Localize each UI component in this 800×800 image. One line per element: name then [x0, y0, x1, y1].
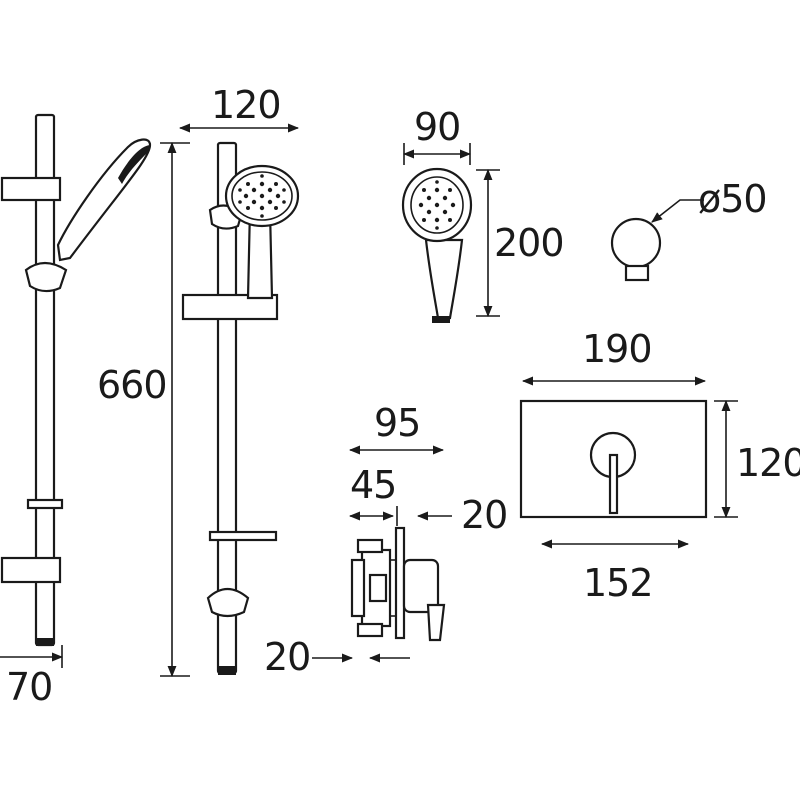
valve-bottom-nut: [356, 622, 384, 638]
dimension-90: 90: [402, 105, 472, 165]
wall-elbow: [610, 217, 662, 282]
valve-inlet-side: [350, 558, 366, 618]
dimension-120-rail-label: 120: [211, 83, 281, 127]
dimension-95-label: 95: [374, 401, 420, 445]
dimension-90-label: 90: [414, 105, 460, 149]
handset-face-side: [118, 145, 150, 184]
dimension-152-label: 152: [583, 561, 653, 605]
soap-dish-front: [208, 530, 278, 542]
dimension-200-label: 200: [494, 221, 564, 265]
dimension-20-valve: 20: [264, 635, 410, 679]
dimension-95: 95: [348, 401, 445, 455]
rail-end-cap-front: [218, 666, 236, 675]
handset-detail: [401, 167, 473, 323]
valve-faceplate: [519, 399, 708, 519]
valve-knob-side: [402, 558, 440, 614]
valve-lever-side: [426, 603, 446, 642]
soap-dish-side: [26, 498, 64, 510]
dimension-120-plate: 120: [714, 399, 800, 519]
valve-faceplate-side: [394, 526, 406, 640]
control-lever: [608, 453, 619, 515]
dimension-152: 152: [540, 539, 690, 605]
dimension-660-label: 660: [97, 363, 167, 407]
dimension-190-label: 190: [582, 327, 652, 371]
dimension-20-plate-label: 20: [461, 493, 507, 537]
rail-end-cap-side: [36, 638, 54, 646]
wall-elbow-outlet: [624, 264, 650, 282]
dimension-20-valve-label: 20: [264, 635, 310, 679]
dimension-120-plate-label: 120: [736, 441, 800, 485]
handset-handle: [424, 238, 464, 320]
dimension-20-plate: 20: [416, 493, 508, 537]
dimension-190: 190: [521, 327, 707, 386]
dimension-120-rail: 120: [178, 83, 300, 133]
dimension-diameter-50-label: ø50: [698, 177, 767, 221]
spray-nozzles-handset: [418, 180, 456, 230]
dimension-660: 660: [97, 141, 190, 678]
valve-top-nut: [356, 538, 384, 554]
wall-bracket-top-side: [0, 176, 62, 202]
wall-elbow-body: [610, 217, 662, 269]
wall-bracket-bottom-front: [206, 587, 250, 618]
slider-clip-side: [24, 261, 68, 293]
dimension-200: 200: [476, 168, 565, 318]
dimension-45-label: 45: [350, 463, 396, 507]
dimension-70-label: 70: [6, 665, 52, 709]
spray-nozzles-front: [238, 174, 286, 218]
handset-connector: [432, 316, 450, 323]
valve-side-view: [350, 526, 446, 642]
wall-bracket-bottom-side: [0, 556, 62, 584]
valve-cartridge: [368, 573, 388, 603]
dimension-70: 70: [0, 645, 64, 709]
dimension-45: 45: [348, 463, 398, 526]
rail-front-view: [181, 141, 300, 675]
rail-side-view: [0, 113, 152, 647]
dimension-diameter-50: ø50: [651, 177, 768, 223]
